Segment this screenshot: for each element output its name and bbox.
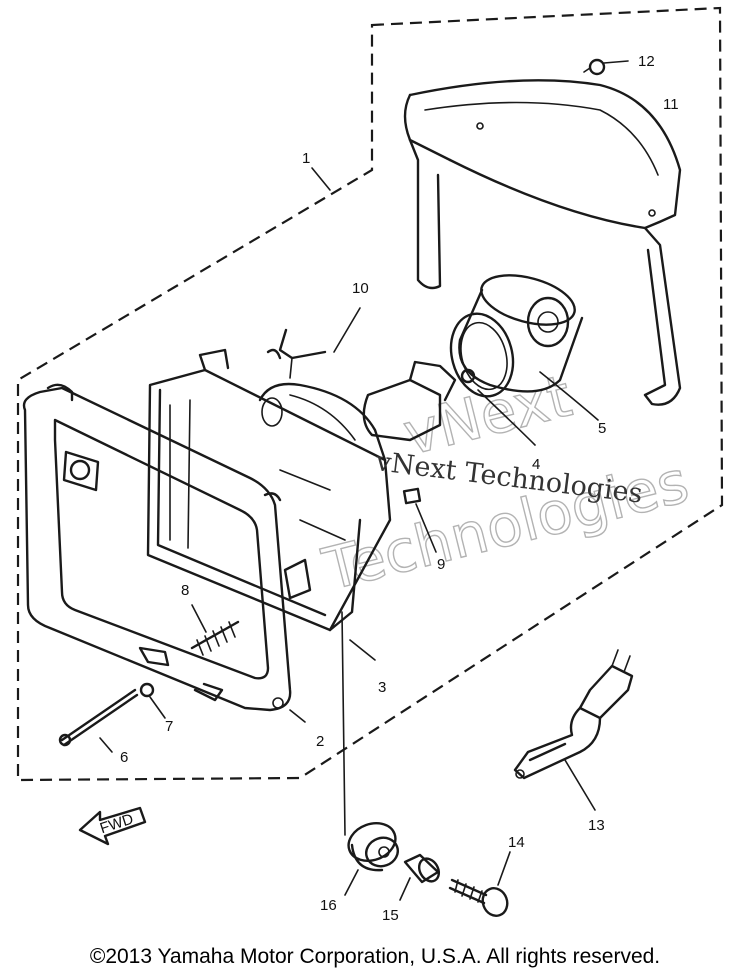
part-number-6: 6 xyxy=(120,749,128,766)
headlight-rim-part xyxy=(22,383,312,723)
forward-direction-arrow: FWD xyxy=(78,806,147,846)
part-number-11: 11 xyxy=(663,96,679,113)
part-number-14: 14 xyxy=(508,834,525,851)
part-number-2: 2 xyxy=(316,733,324,750)
part-number-8: 8 xyxy=(181,582,189,599)
part-number-13: 13 xyxy=(588,817,605,834)
copyright-notice: ©2013 Yamaha Motor Corporation, U.S.A. A… xyxy=(89,945,661,968)
spring-clip-part xyxy=(266,307,361,379)
svg-text:FWD: FWD xyxy=(98,811,136,838)
socket-cover-part xyxy=(458,274,599,421)
collar-part xyxy=(399,853,441,901)
headlight-unit-part xyxy=(146,348,392,661)
part-number-10: 10 xyxy=(352,280,369,297)
visor-cover-part xyxy=(403,79,682,406)
washer-part xyxy=(139,682,166,719)
part-number-9: 9 xyxy=(437,556,445,573)
installed-bulb xyxy=(362,360,476,442)
adjusting-screw-part xyxy=(190,604,240,656)
halogen-bulb-part xyxy=(513,649,634,811)
retaining-ring-part xyxy=(449,312,536,446)
long-screw-part xyxy=(58,688,139,753)
part-number-16: 16 xyxy=(320,897,337,914)
part-number-1: 1 xyxy=(302,150,310,167)
leader-line-part-1 xyxy=(311,167,331,191)
part-number-12: 12 xyxy=(638,53,655,70)
screw-part xyxy=(583,58,629,76)
part-number-7: 7 xyxy=(165,718,173,735)
small-clip-part xyxy=(402,487,437,553)
part-number-15: 15 xyxy=(382,907,399,924)
rubber-grommet-part xyxy=(344,821,399,896)
bolt-part xyxy=(448,851,511,917)
part-number-5: 5 xyxy=(598,420,606,437)
headlight-exploded-diagram: vNext Technologies xyxy=(16,6,724,924)
assembly-boundary xyxy=(16,6,724,782)
part-number-3: 3 xyxy=(378,679,386,696)
part-number-4: 4 xyxy=(532,456,540,473)
leader-line-grommet xyxy=(341,611,346,836)
